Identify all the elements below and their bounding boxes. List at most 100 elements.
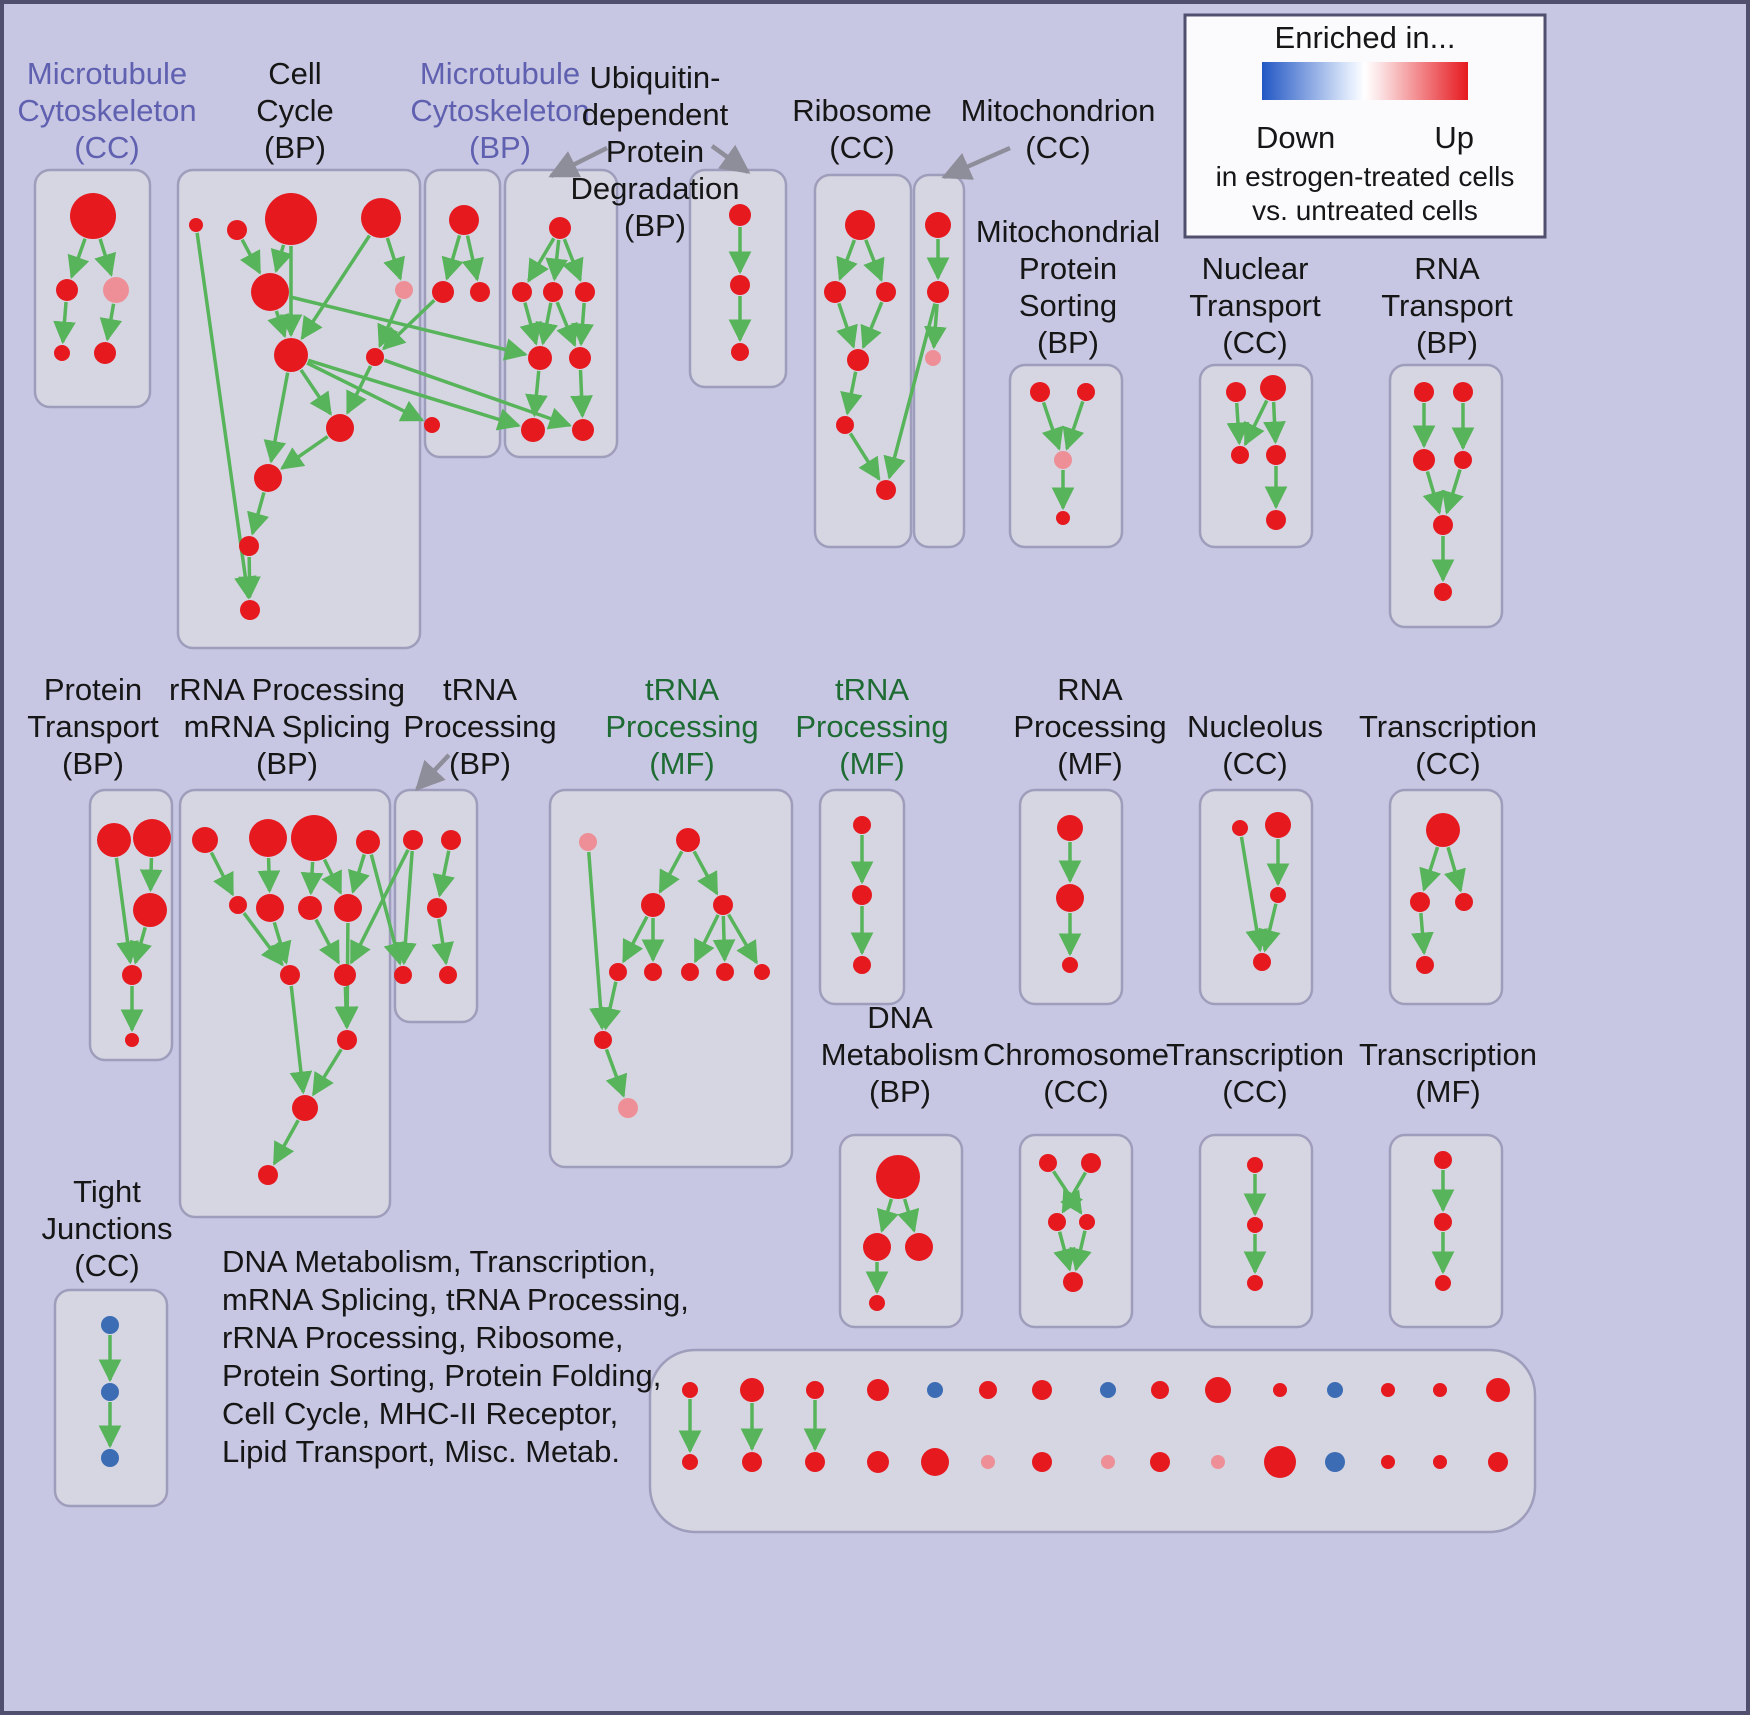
go-hierarchy-edge [658, 850, 684, 894]
group-label-nucleolus-cc: Nucleolus(CC) [1187, 709, 1323, 781]
go-hierarchy-edge [267, 310, 289, 339]
go-term-node [1057, 815, 1083, 841]
go-hierarchy-edge [570, 369, 593, 419]
go-term-node [981, 1455, 995, 1469]
go-term-node [249, 819, 287, 857]
go-hierarchy-edge [1258, 903, 1281, 953]
go-term-node [824, 281, 846, 303]
go-term-node [1100, 1382, 1116, 1398]
go-hierarchy-edge [545, 239, 568, 282]
go-hierarchy-edge [94, 238, 117, 277]
go-term-node [1434, 583, 1452, 601]
go-term-node [594, 1031, 612, 1049]
group-box-transcription-mf [1388, 1133, 1504, 1329]
go-term-node [366, 348, 384, 366]
go-term-node [274, 338, 308, 372]
go-hierarchy-edge [1243, 399, 1269, 447]
go-hierarchy-edge [883, 303, 937, 480]
go-hierarchy-edge [863, 239, 885, 283]
go-hierarchy-edge [114, 857, 139, 965]
go-hierarchy-edge [272, 1119, 300, 1166]
go-hierarchy-edge [263, 372, 290, 464]
go-term-node [470, 282, 490, 302]
go-term-node [227, 220, 247, 240]
edges-layer [53, 227, 1475, 1454]
label-pointer-arrow [710, 144, 751, 174]
go-hierarchy-edge [571, 302, 594, 347]
go-term-node [258, 1165, 278, 1185]
go-term-node [1150, 1452, 1170, 1472]
go-term-node [867, 1451, 889, 1473]
go-hierarchy-edge [1062, 400, 1085, 451]
go-term-node [239, 536, 259, 556]
go-term-node [1032, 1380, 1052, 1400]
go-term-node [1247, 1217, 1263, 1233]
go-term-node [1205, 1377, 1231, 1403]
go-term-node [94, 342, 116, 364]
go-hierarchy-edge [693, 914, 720, 964]
go-hierarchy-edge [321, 858, 343, 895]
go-hierarchy-edge [840, 371, 863, 416]
go-term-node [905, 1233, 933, 1261]
go-term-node [1247, 1275, 1263, 1291]
go-term-node [1264, 1446, 1296, 1478]
go-hierarchy-edge [99, 303, 123, 342]
go-term-node [189, 218, 203, 232]
group-box-nuclear-transport-cc [1198, 363, 1314, 549]
go-term-node [618, 1098, 638, 1118]
go-term-node [729, 204, 751, 226]
go-hierarchy-edge [67, 238, 90, 279]
go-hierarchy-edge [240, 238, 262, 275]
go-term-node [569, 347, 591, 369]
go-hierarchy-edge [383, 237, 405, 281]
go-hierarchy-edge [300, 861, 324, 896]
go-term-node [731, 343, 749, 361]
group-label-mitochondrion-cc: Mitochondrion(CC) [961, 93, 1156, 165]
go-term-node [927, 281, 949, 303]
go-hierarchy-edge [836, 239, 858, 282]
go-term-node [326, 414, 354, 442]
go-term-node [133, 893, 167, 927]
go-hierarchy-edge [622, 915, 649, 964]
go-term-node [356, 830, 380, 854]
go-term-node [192, 827, 218, 853]
go-term-node [512, 282, 532, 302]
go-term-node [682, 1454, 698, 1470]
go-term-node [713, 895, 733, 915]
go-hierarchy-edge [897, 1198, 920, 1233]
go-hierarchy-edge [1069, 1230, 1092, 1272]
go-term-node [925, 350, 941, 366]
go-term-node [298, 896, 322, 920]
go-hierarchy-edge [924, 303, 947, 350]
go-term-node [921, 1448, 949, 1476]
go-term-node [1455, 893, 1473, 911]
label-pointer-arrow [414, 753, 451, 792]
group-label-transcription-cc-lower: Transcription(CC) [1166, 1037, 1344, 1109]
go-term-node [394, 966, 412, 984]
go-term-node [1056, 511, 1070, 525]
go-hierarchy-edge [53, 301, 76, 345]
go-term-node [432, 281, 454, 303]
go-term-node [1077, 383, 1095, 401]
legend-subtitle: vs. untreated cells [1252, 195, 1478, 226]
group-label-ribosome-cc: Ribosome(CC) [792, 93, 932, 165]
go-term-node [291, 815, 337, 861]
go-hierarchy-edge [257, 857, 281, 894]
go-term-node [280, 965, 300, 985]
go-term-node [1453, 382, 1473, 402]
go-term-node [1079, 1214, 1095, 1230]
go-hierarchy-edge [587, 851, 612, 1031]
go-hierarchy-edge [195, 232, 257, 600]
label-pointer-arrow [941, 145, 1011, 180]
go-term-node [740, 1378, 764, 1402]
